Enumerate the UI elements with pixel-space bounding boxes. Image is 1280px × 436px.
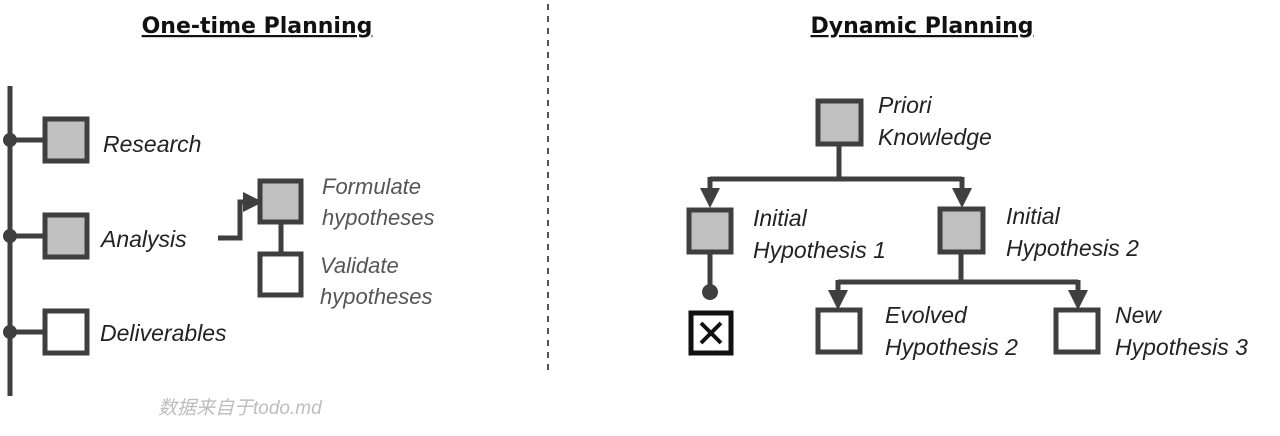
- substep-formulate-hypotheses: Formulate hypotheses: [257, 174, 435, 230]
- step-label-deliverables: Deliverables: [100, 320, 227, 346]
- node-label-line1: Priori: [878, 92, 933, 118]
- timeline-dot: [3, 229, 17, 243]
- one-time-planning-panel: Research Analysis Deliverables Formulate…: [3, 86, 435, 396]
- step-label-analysis: Analysis: [99, 226, 187, 252]
- node-label-line1: Initial: [1006, 203, 1061, 229]
- step-label-research: Research: [103, 131, 201, 157]
- source-note: 数据来自于todo.md: [158, 398, 323, 419]
- node-box-empty: [815, 307, 863, 355]
- dynamic-planning-title: Dynamic Planning: [810, 14, 1033, 39]
- node-label-line2: Knowledge: [878, 124, 992, 150]
- node-label-line1: New: [1115, 302, 1162, 328]
- node-box-filled: [937, 206, 986, 255]
- substep-box-empty: [257, 251, 304, 298]
- one-time-planning-title: One-time Planning: [142, 14, 373, 39]
- step-deliverables: Deliverables: [3, 308, 227, 356]
- step-box-empty: [42, 308, 90, 356]
- substep-label-line1: Formulate: [322, 174, 421, 199]
- node-label-line2: Hypothesis 2: [1006, 235, 1139, 261]
- node-evolved-hypothesis-2: Evolved Hypothesis 2: [815, 302, 1018, 360]
- node-initial-hypothesis-2: Initial Hypothesis 2: [937, 203, 1139, 261]
- node-label-line1: Initial: [753, 205, 808, 231]
- node-box-empty: [1053, 307, 1101, 355]
- node-box-filled: [686, 207, 734, 255]
- node-initial-hypothesis-1: Initial Hypothesis 1: [686, 205, 886, 263]
- timeline-dot: [3, 325, 17, 339]
- step-box-filled: [42, 212, 90, 260]
- node-label-line2: Hypothesis 2: [885, 334, 1018, 360]
- step-research: Research: [3, 116, 201, 164]
- node-box-filled: [815, 98, 864, 147]
- rejected-box: [688, 310, 734, 356]
- node-label-line1: Evolved: [885, 302, 968, 328]
- step-box-filled: [42, 116, 90, 164]
- substep-label-line2: hypotheses: [320, 284, 433, 309]
- substep-label-line2: hypotheses: [322, 205, 435, 230]
- node-new-hypothesis-3: New Hypothesis 3: [1053, 302, 1248, 360]
- substep-label-line1: Validate: [320, 253, 399, 278]
- close-icon: [699, 321, 723, 345]
- substep-validate-hypotheses: Validate hypotheses: [257, 251, 433, 309]
- node-priori-knowledge: Priori Knowledge: [815, 92, 992, 150]
- node-label-line2: Hypothesis 1: [753, 237, 886, 263]
- step-analysis: Analysis: [3, 212, 187, 260]
- node-label-line2: Hypothesis 3: [1115, 334, 1248, 360]
- substep-box-filled: [257, 178, 304, 225]
- timeline-dot: [3, 133, 17, 147]
- analysis-expand-arrow: [218, 192, 263, 241]
- dynamic-planning-panel: Priori Knowledge Initial Hypothesis 1 In…: [686, 92, 1248, 360]
- rejection-dot: [702, 284, 718, 300]
